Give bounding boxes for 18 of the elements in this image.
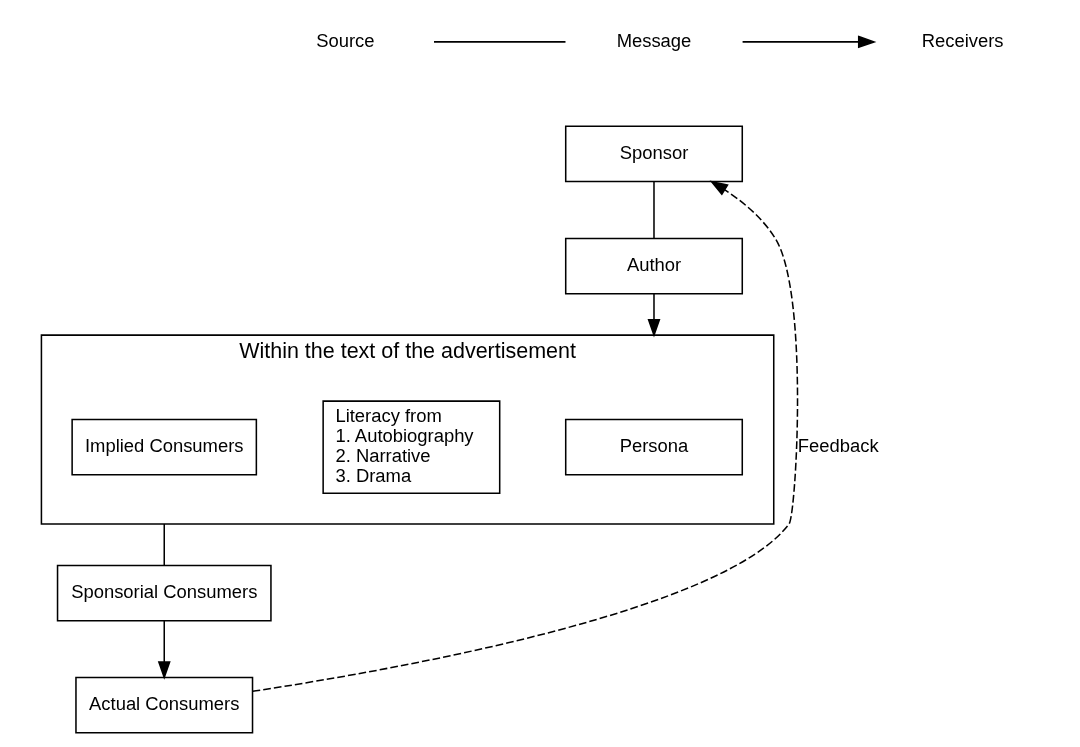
arrow [251, 180, 799, 693]
edge-label: Feedback [797, 434, 879, 456]
node-text: Receivers [921, 29, 1004, 51]
arrow [741, 35, 877, 49]
node-box: Implied Consumers [71, 418, 258, 476]
node-box: Literacy from 1. Autobiography 2. Narrative 3. Drama [322, 400, 501, 494]
node-box: Sponsorial Consumers [56, 564, 272, 622]
connector [433, 41, 567, 43]
node-box: Actual Consumers [75, 676, 254, 734]
arrow [157, 620, 171, 680]
node-box: Author [564, 237, 744, 295]
node-box: Persona [564, 418, 744, 476]
node-box: Sponsor [564, 125, 744, 183]
arrow [647, 293, 661, 338]
node-text: Message [616, 29, 692, 51]
connector [163, 523, 165, 566]
node-text: Source [316, 29, 375, 51]
connector [653, 181, 655, 240]
